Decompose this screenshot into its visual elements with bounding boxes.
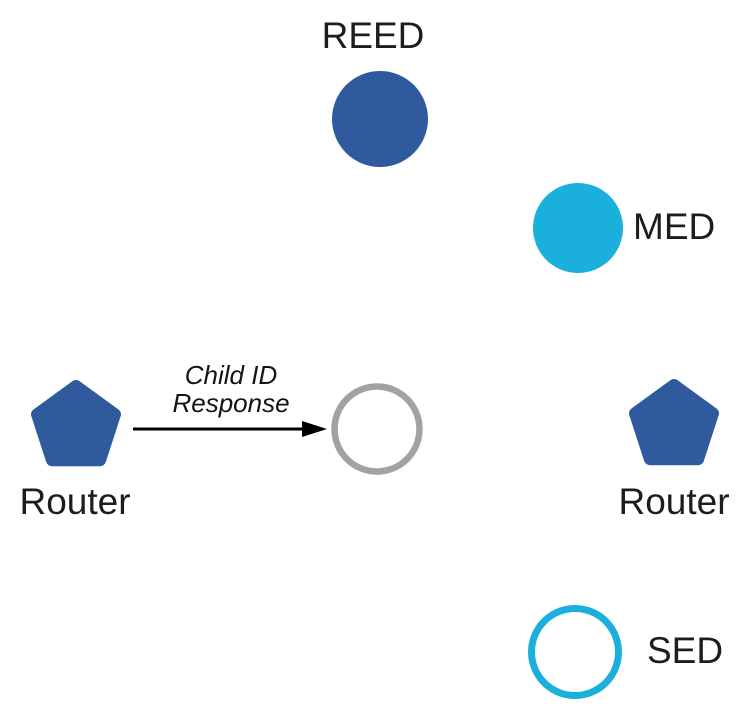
- edge-label-line2: Response: [172, 388, 290, 418]
- edge-label-line1: Child ID: [184, 360, 278, 390]
- reed-node-circle-icon: [332, 71, 428, 167]
- child-id-response-arrow: [133, 421, 327, 437]
- med-node-circle-icon: [533, 183, 623, 273]
- router-right-pentagon-icon: [629, 379, 719, 466]
- med-label: MED: [633, 206, 716, 247]
- sed-node-circle-icon: [528, 605, 622, 699]
- sed-label: SED: [647, 630, 724, 671]
- router-left-label: Router: [19, 481, 131, 522]
- reed-label: REED: [321, 15, 425, 56]
- router-right-label: Router: [618, 481, 730, 522]
- edge-label: Child ID Response: [146, 361, 316, 417]
- router-left-pentagon-icon: [31, 380, 121, 467]
- joiner-node-circle-icon: [331, 383, 423, 475]
